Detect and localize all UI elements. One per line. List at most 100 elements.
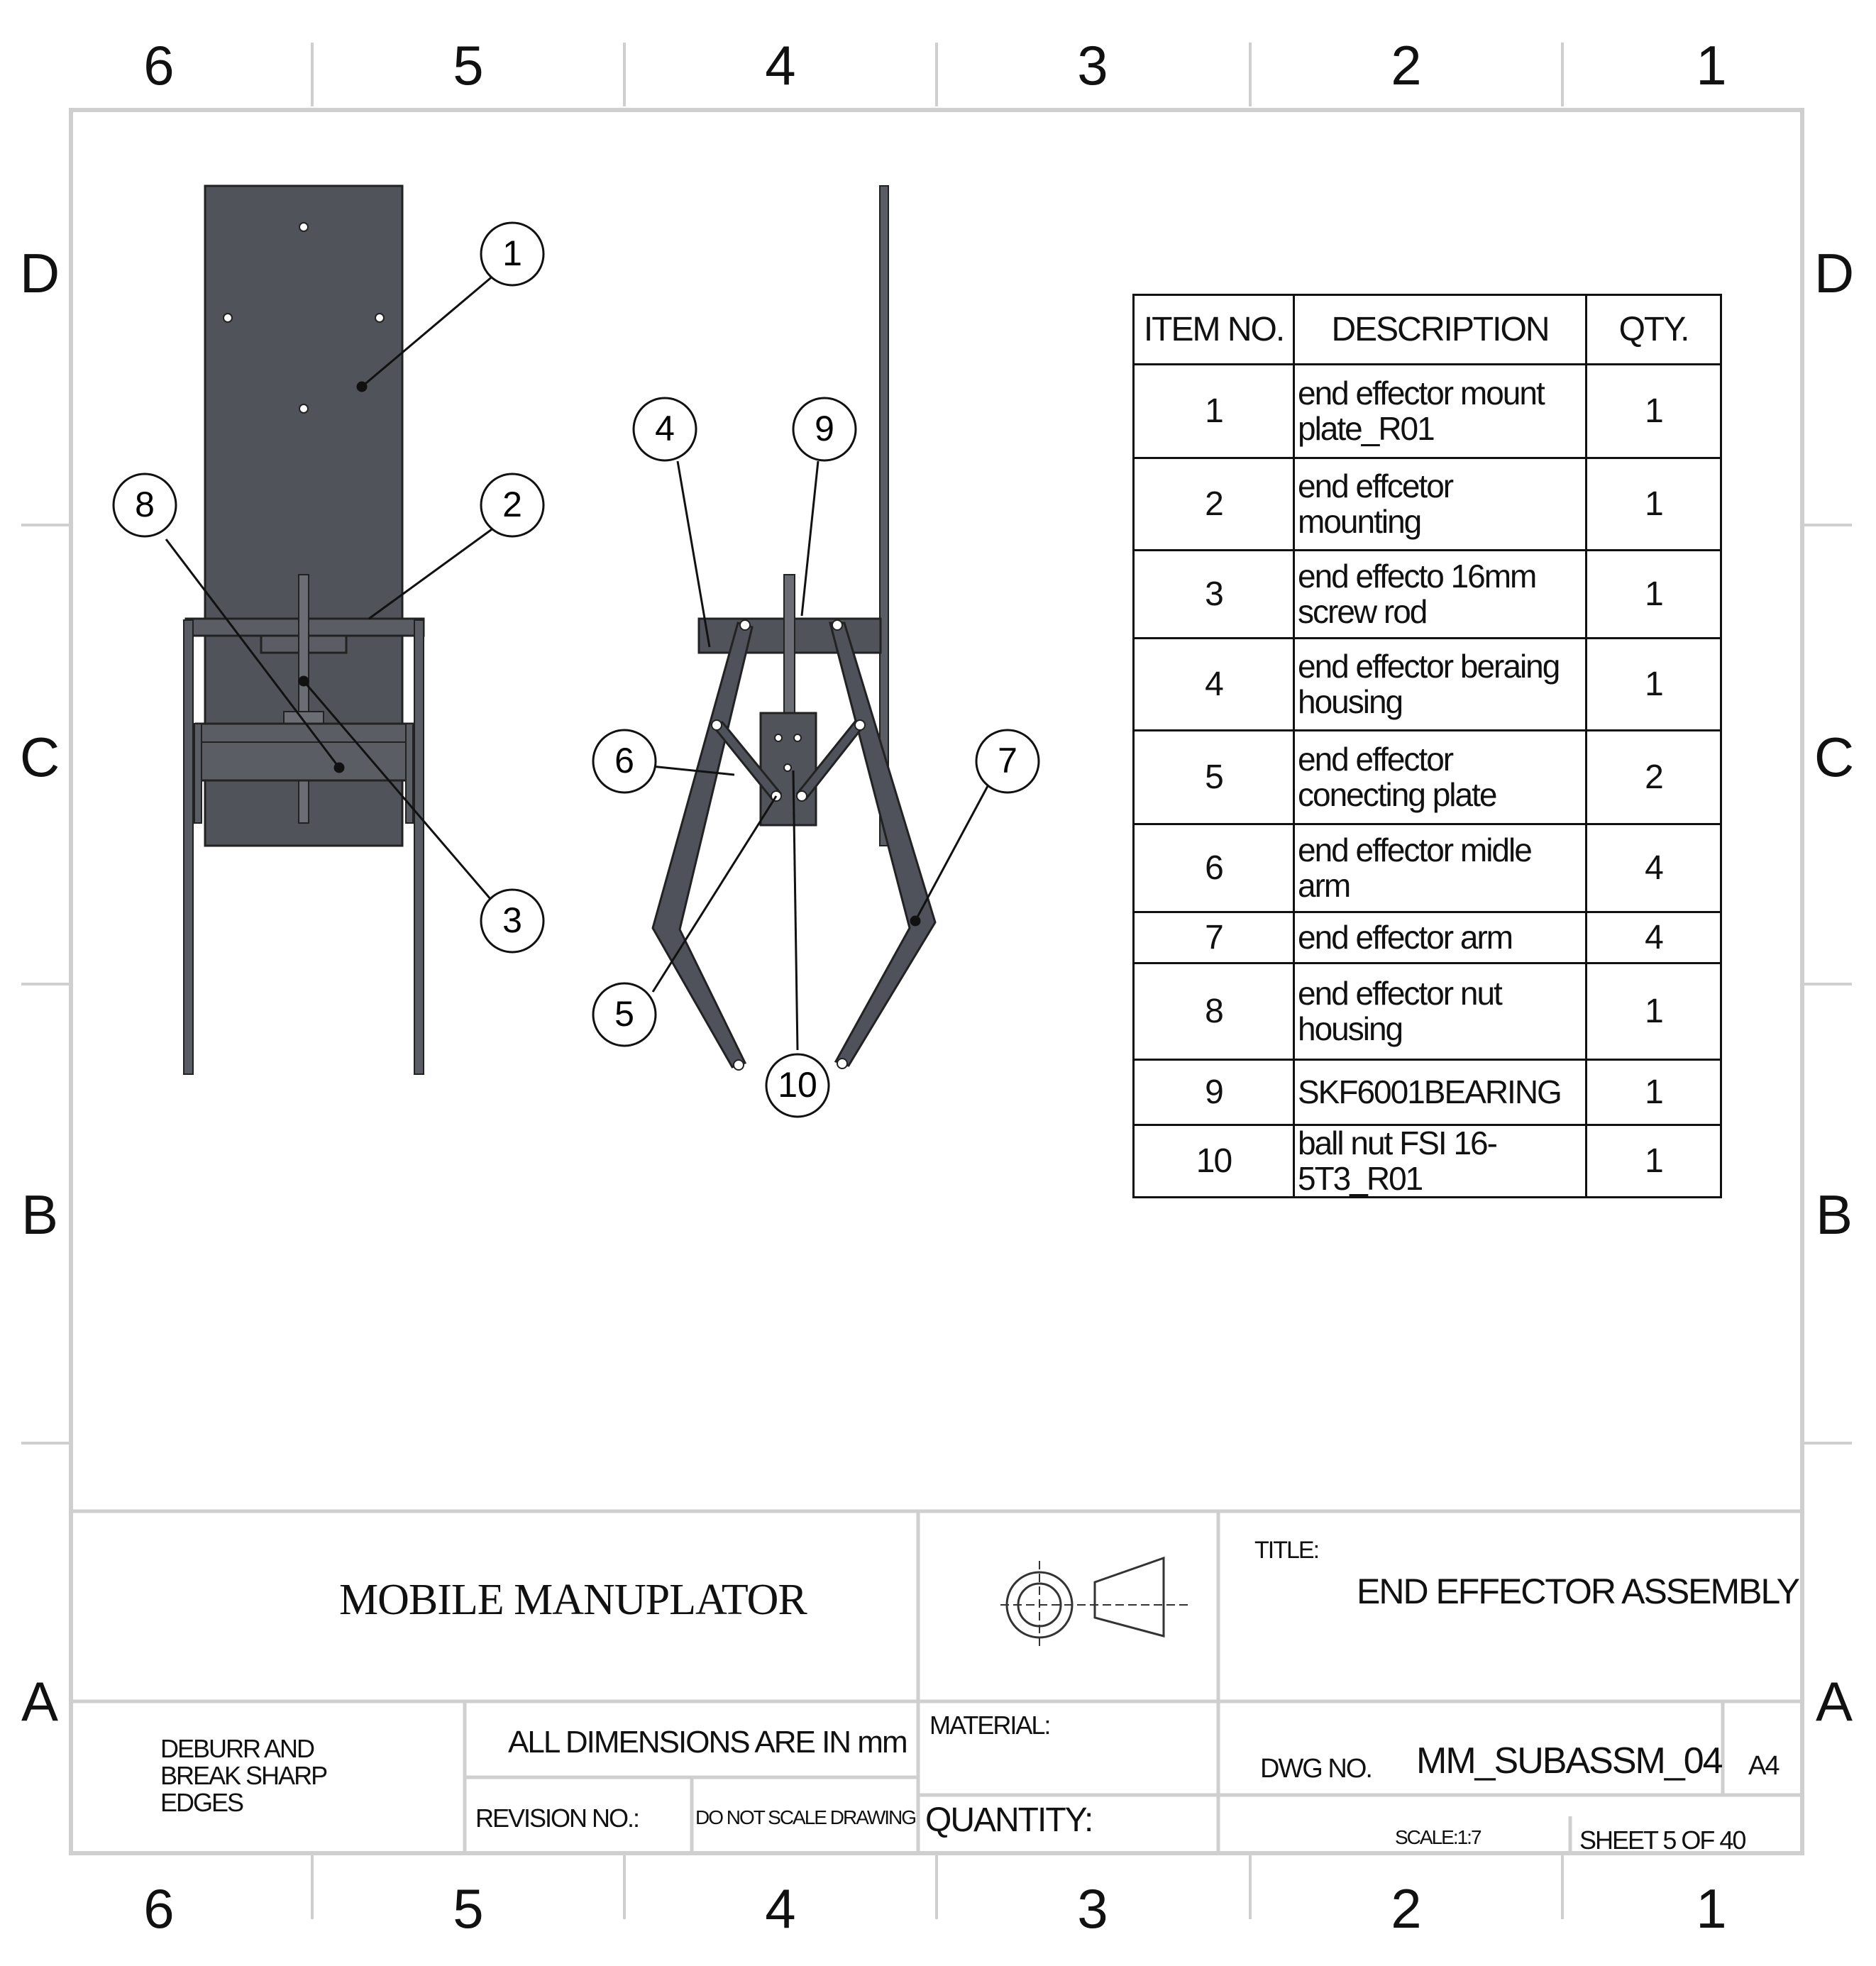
svg-text:4: 4 <box>655 409 675 448</box>
leader-lines <box>165 274 989 1051</box>
balloon-4: 4 <box>632 397 697 462</box>
nut-housing <box>194 722 414 782</box>
balloon-8: 8 <box>112 473 177 538</box>
zone-col-5-top: 5 <box>453 34 484 96</box>
zone-row-b-right: B <box>1815 1183 1853 1246</box>
bom-item: 10 <box>1132 1123 1295 1199</box>
bom-qty: 4 <box>1585 911 1722 964</box>
balloon-10: 10 <box>765 1053 830 1118</box>
balloon-6: 6 <box>592 729 657 794</box>
dwg-no-label: DWG NO. <box>1260 1754 1373 1784</box>
material-label: MATERIAL: <box>929 1711 1051 1740</box>
drawing-title: END EFFECTOR ASSEMBLY <box>1357 1572 1800 1611</box>
bom-item: 6 <box>1132 823 1295 913</box>
balloon-2: 2 <box>480 473 545 538</box>
scale: SCALE:1:7 <box>1395 1826 1482 1848</box>
svg-text:9: 9 <box>815 409 834 448</box>
quantity-label: QUANTITY: <box>925 1801 1093 1839</box>
svg-text:7: 7 <box>998 741 1017 780</box>
sheet-size: A4 <box>1748 1751 1780 1781</box>
zone-row-c-right: C <box>1814 726 1855 788</box>
bom-qty: 1 <box>1585 457 1722 551</box>
balloon-7: 7 <box>975 729 1040 794</box>
bom-qty: 4 <box>1585 823 1722 913</box>
bom-qty: 1 <box>1585 363 1722 459</box>
mount-holes <box>223 222 385 414</box>
svg-text:5: 5 <box>614 994 634 1034</box>
screw-rod <box>298 574 309 824</box>
bom-description: end effector nut housing <box>1293 962 1587 1061</box>
balloon-9: 9 <box>792 397 857 462</box>
bom-item: 8 <box>1132 962 1295 1061</box>
bom-qty: 1 <box>1585 1059 1722 1126</box>
bom-item: 5 <box>1132 729 1295 825</box>
zone-row-d-left: D <box>19 242 60 304</box>
right-leg <box>414 619 424 1075</box>
front-view <box>183 184 425 1075</box>
zone-ticks <box>21 43 1852 1919</box>
zone-col-2-bottom: 2 <box>1391 1877 1422 1940</box>
zone-col-1-top: 1 <box>1696 34 1727 96</box>
bom-description: end effector arm <box>1293 911 1587 964</box>
left-leg <box>183 619 194 1075</box>
zone-col-6-top: 6 <box>143 34 175 96</box>
balloon-1: 1 <box>480 221 545 287</box>
bom-qty: 1 <box>1585 549 1722 639</box>
project-name: MOBILE MANUPLATOR <box>339 1576 807 1624</box>
dwg-no: MM_SUBASSM_04 <box>1416 1740 1723 1782</box>
bom-description: ball nut FSI 16-5T3_R01 <box>1293 1123 1587 1199</box>
third-angle-projection-icon <box>1000 1556 1192 1650</box>
zone-row-a-right: A <box>1815 1670 1853 1733</box>
bom-qty: 1 <box>1585 637 1722 731</box>
deburr-note: DEBURR AND BREAK SHARP EDGES <box>160 1734 327 1817</box>
bom-description: end effector mount plate_R01 <box>1293 363 1587 459</box>
svg-text:3: 3 <box>502 900 522 940</box>
zone-col-5-bottom: 5 <box>453 1877 484 1940</box>
bom-description: end effcetor mounting <box>1293 457 1587 551</box>
balloon-5: 5 <box>592 982 657 1047</box>
zone-row-d-right: D <box>1814 242 1855 304</box>
side-view <box>651 185 937 1071</box>
bom-qty: 1 <box>1585 962 1722 1061</box>
bom-qty: 2 <box>1585 729 1722 825</box>
zone-row-c-left: C <box>19 726 60 788</box>
bom-item: 4 <box>1132 637 1295 731</box>
zone-col-4-bottom: 4 <box>765 1877 796 1940</box>
bom-item: 7 <box>1132 911 1295 964</box>
revision-label: REVISION NO.: <box>475 1804 640 1833</box>
bom-description: end effector beraing housing <box>1293 637 1587 731</box>
bom-qty: 1 <box>1585 1123 1722 1199</box>
zone-col-2-top: 2 <box>1391 34 1422 96</box>
svg-text:2: 2 <box>502 485 522 524</box>
bom-description: end effector conecting plate <box>1293 729 1587 825</box>
svg-text:8: 8 <box>135 485 155 524</box>
title-label: TITLE: <box>1254 1537 1320 1564</box>
bom-header-row: ITEM NO. DESCRIPTION QTY. <box>1132 294 1722 365</box>
bom-description: SKF6001BEARING <box>1293 1059 1587 1126</box>
sheet-frame <box>69 108 1804 1855</box>
outer-arms <box>651 622 937 1068</box>
title-block-lines <box>71 1509 1802 1853</box>
zone-col-3-top: 3 <box>1077 34 1108 96</box>
svg-text:6: 6 <box>614 741 634 780</box>
bom-header-item: ITEM NO. <box>1132 294 1295 365</box>
bom-description: end effecto 16mm screw rod <box>1293 549 1587 639</box>
bom-item: 2 <box>1132 457 1295 551</box>
svg-text:10: 10 <box>778 1065 817 1105</box>
bom-item: 1 <box>1132 363 1295 459</box>
zone-col-6-bottom: 6 <box>143 1877 175 1940</box>
zone-row-a-left: A <box>21 1670 59 1733</box>
bom-header-description: DESCRIPTION <box>1293 294 1587 365</box>
zone-col-3-bottom: 3 <box>1077 1877 1108 1940</box>
do-not-scale-note: DO NOT SCALE DRAWING <box>695 1806 917 1828</box>
bom-item: 9 <box>1132 1059 1295 1126</box>
